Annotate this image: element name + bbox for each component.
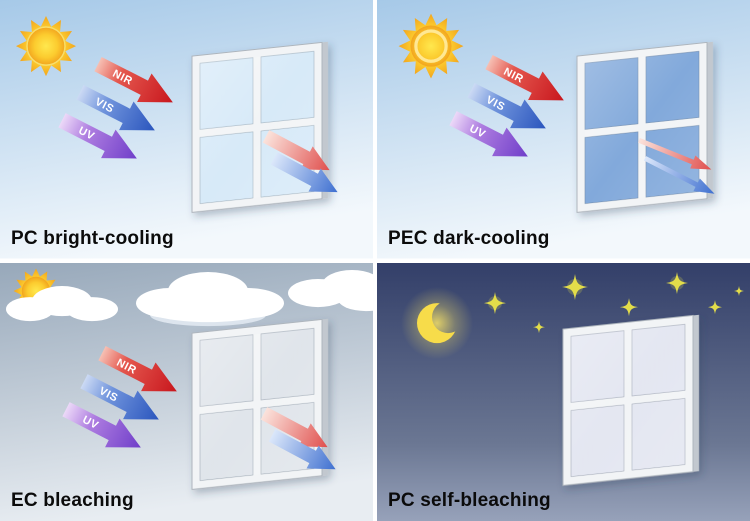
glass-reflection <box>200 327 314 481</box>
uv-arrow: UV <box>58 394 149 462</box>
panel-ec-bleaching: NIR VIS UV <box>0 262 373 521</box>
panel-caption: EC bleaching <box>11 490 134 511</box>
moon-icon <box>401 286 473 359</box>
vis-arrow: VIS <box>76 366 167 434</box>
vis-arrow: VIS <box>463 75 554 143</box>
uv-arrow: UV <box>445 103 536 171</box>
panel-caption: PC bright-cooling <box>11 227 174 249</box>
uv-arrow: UV <box>54 105 145 173</box>
vis-arrow: VIS <box>72 77 163 145</box>
panel-scene-bright-cooling: NIR VIS UV <box>0 0 373 259</box>
star-icon <box>484 291 506 314</box>
window-frame-edge <box>707 41 713 199</box>
stars <box>484 271 744 333</box>
cloud-icon <box>288 269 373 311</box>
clouds <box>6 269 373 326</box>
cloud-icon <box>6 285 118 321</box>
window <box>191 318 328 490</box>
window <box>191 41 328 213</box>
window-frame-edge <box>693 314 699 472</box>
panel-caption: PEC dark-cooling <box>388 227 550 249</box>
panel-scene-self-bleaching <box>377 262 750 521</box>
glass-reflection <box>585 51 699 204</box>
glass-reflection <box>200 51 314 204</box>
window-frame-edge <box>322 41 328 199</box>
sun-icon <box>398 13 464 79</box>
sun-icon <box>16 16 76 77</box>
star-icon <box>666 271 688 294</box>
window <box>576 41 713 213</box>
panel-pc-bright-cooling: NIR VIS UV <box>0 0 373 259</box>
window-frame-edge <box>322 318 328 476</box>
cloud-icon <box>136 271 284 326</box>
window <box>562 314 699 486</box>
panel-scene-dark-cooling: NIR VIS UV <box>377 0 750 259</box>
panel-pc-self-bleaching: PC self-bleaching <box>377 262 750 521</box>
panel-pec-dark-cooling: NIR VIS UV <box>377 0 750 259</box>
panel-scene-ec-bleaching: NIR VIS UV <box>0 262 373 521</box>
panel-caption: PC self-bleaching <box>388 490 551 511</box>
star-icon <box>562 273 588 300</box>
glass-reflection <box>571 323 685 477</box>
